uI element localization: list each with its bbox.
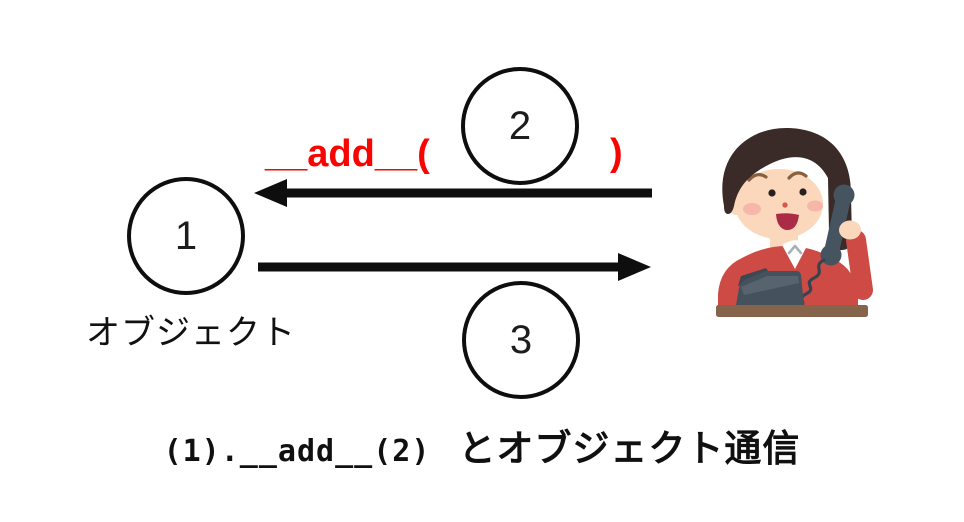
person-collar (782, 240, 808, 269)
person-arm (846, 230, 873, 300)
object-label: オブジェクト (86, 314, 296, 352)
circle-3-label: 3 (509, 317, 533, 362)
desk (716, 305, 868, 317)
person-blush-right (807, 200, 823, 212)
person-hair (722, 128, 852, 251)
circle-node-1: 1 (127, 177, 245, 295)
caption-text: とオブジェクト通信 (458, 428, 801, 469)
person-nose (782, 202, 788, 208)
method-call-open-text: __add__( (265, 133, 430, 175)
circle-node-2: 2 (461, 67, 579, 185)
person-eye-right (799, 188, 807, 196)
collar-chevron (787, 244, 803, 255)
person-hand (839, 220, 861, 240)
phone-receiver (820, 184, 855, 266)
woman-on-phone-illustration (716, 128, 873, 317)
person-face (735, 169, 823, 239)
return-arrow-right-icon (258, 253, 651, 281)
person-eye-left (768, 189, 776, 197)
person-blush-left (743, 203, 761, 215)
desk-phone (736, 268, 804, 305)
call-arrow-left-icon (254, 179, 652, 207)
circle-2-label: 2 (508, 103, 532, 148)
caption: (1).__add__(2) とオブジェクト通信 (0, 418, 964, 472)
person-eyebrow-right (787, 171, 808, 180)
circle-1-label: 1 (174, 213, 198, 258)
method-call-close-text: ) (610, 132, 623, 174)
caption-code: (1).__add__(2) (163, 434, 431, 469)
circle-node-3: 3 (462, 281, 580, 399)
person-eyebrow-left (747, 173, 768, 182)
person-mouth (776, 213, 799, 231)
